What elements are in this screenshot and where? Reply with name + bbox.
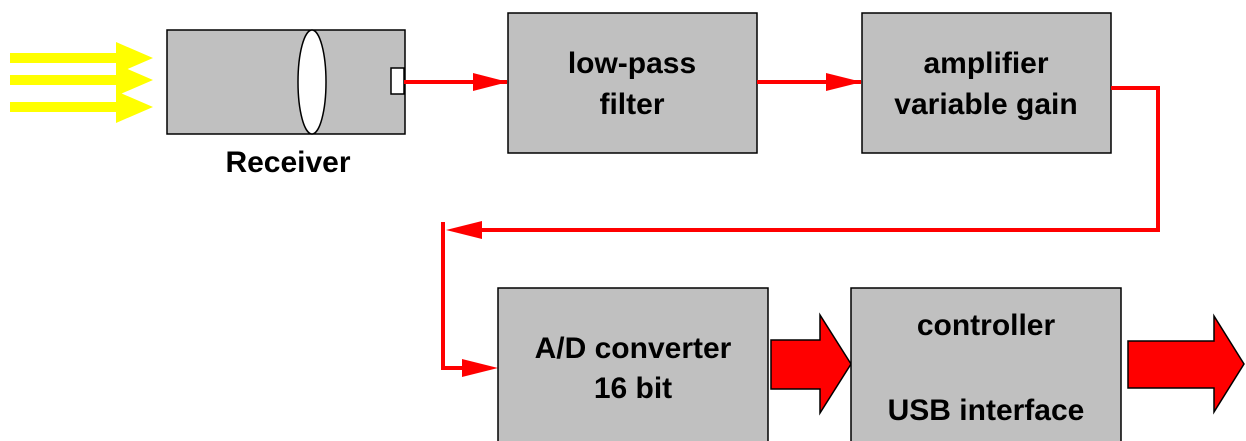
lowpass-filter-label-line1: low-pass bbox=[568, 47, 696, 80]
arrowhead-icon bbox=[473, 73, 508, 91]
receiver-body bbox=[166, 29, 406, 135]
arrowhead-icon bbox=[462, 359, 498, 377]
light-ray-arrow-icon bbox=[10, 64, 153, 96]
amplifier-label-line1: amplifier bbox=[923, 47, 1048, 80]
amplifier-box bbox=[861, 12, 1112, 154]
lens-icon bbox=[297, 29, 327, 135]
light-ray-arrow-icon bbox=[10, 42, 153, 74]
lowpass-filter-block: low-pass filter bbox=[507, 12, 758, 154]
controller-label-line1: controller bbox=[917, 309, 1056, 342]
adc-label-line1: A/D converter bbox=[535, 332, 732, 365]
arrowhead-icon bbox=[826, 73, 862, 91]
block-arrow-adc-to-controller bbox=[770, 312, 852, 416]
adc-block: A/D converter 16 bit bbox=[497, 287, 769, 441]
block-arrow-controller-output bbox=[1127, 313, 1245, 415]
incoming-light-rays bbox=[10, 42, 153, 123]
amplifier-label-line2: variable gain bbox=[894, 88, 1077, 121]
adc-label-line2: 16 bit bbox=[594, 372, 672, 405]
lowpass-filter-box bbox=[507, 12, 758, 154]
detector-icon bbox=[390, 67, 405, 95]
light-ray-arrow-icon bbox=[10, 91, 153, 123]
receiver-block: Receiver bbox=[166, 29, 406, 179]
adc-box bbox=[497, 287, 769, 441]
controller-box bbox=[850, 287, 1122, 441]
controller-block: controller USB interface bbox=[850, 287, 1122, 441]
controller-label-line2: USB interface bbox=[888, 394, 1085, 427]
lowpass-filter-label-line2: filter bbox=[599, 88, 664, 121]
amplifier-block: amplifier variable gain bbox=[861, 12, 1112, 154]
receiver-label: Receiver bbox=[225, 146, 350, 179]
signal-wire-amplifier-to-adc bbox=[470, 86, 1160, 232]
arrowhead-icon bbox=[446, 221, 482, 239]
